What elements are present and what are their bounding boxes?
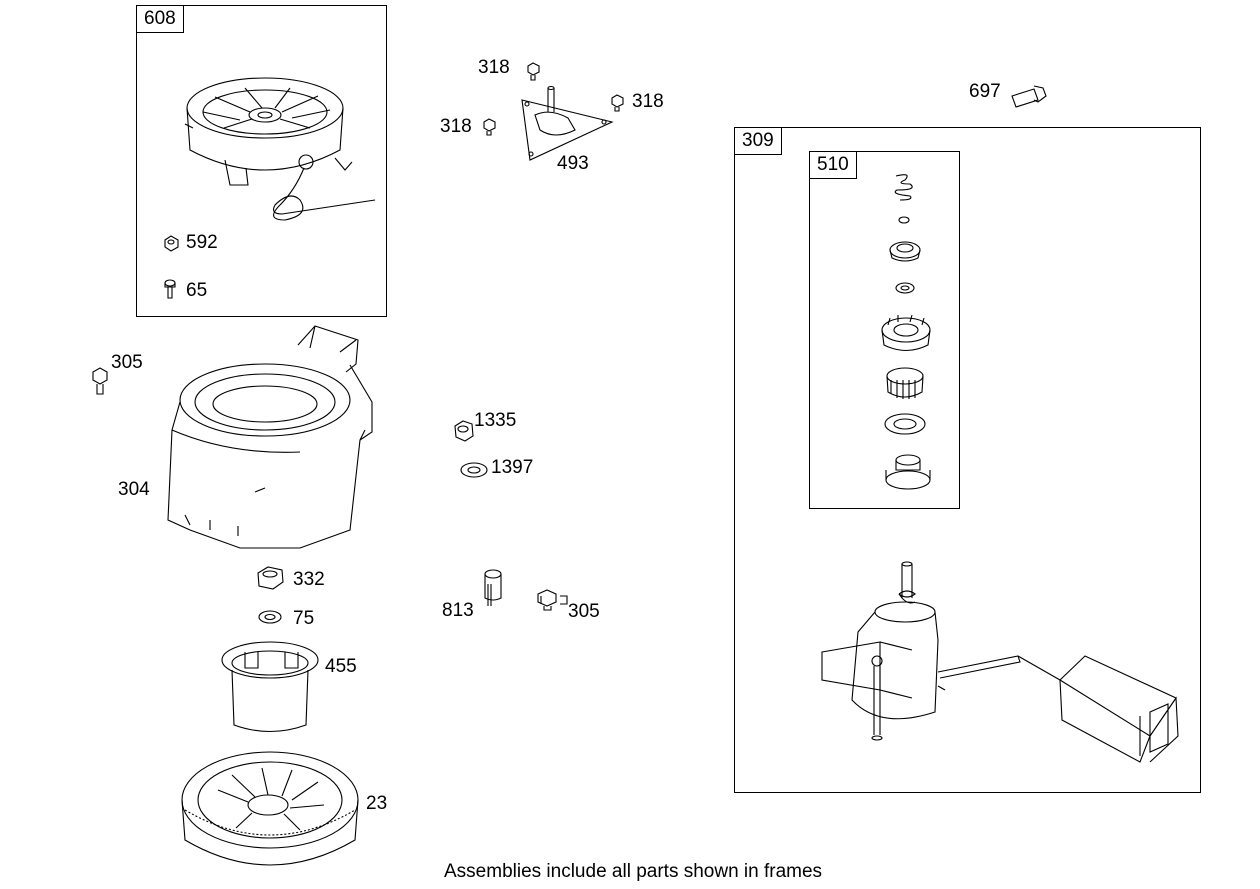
frame-608-tag: 608 (137, 6, 184, 33)
key-813-drawing (485, 570, 501, 606)
label-332: 332 (293, 569, 325, 590)
footer-note: Assemblies include all parts shown in fr… (444, 861, 823, 882)
bolt-697-drawing (1012, 86, 1046, 107)
label-318-right: 318 (632, 91, 664, 112)
cover-plate-drawing (522, 87, 612, 161)
frame-309: 309 (734, 127, 1201, 793)
seal-washer-1397-drawing (461, 463, 487, 477)
label-318-top: 318 (478, 57, 510, 78)
cowl-screw-305 (93, 368, 107, 394)
label-455: 455 (325, 656, 357, 677)
small-nut-592 (165, 236, 178, 251)
washer-drawing (259, 611, 281, 623)
label-23: 23 (366, 793, 388, 814)
label-813: 813 (442, 600, 474, 621)
screw-318-top-drawing (528, 63, 539, 80)
recoil-starter-drawing (185, 78, 375, 220)
flywheel-nut-drawing (258, 567, 283, 589)
label-304: 304 (118, 479, 150, 500)
label-305-cowl: 305 (111, 352, 143, 373)
drive-kit-drawing (882, 175, 930, 489)
nut-1335-drawing (455, 421, 473, 441)
label-493: 493 (557, 153, 589, 174)
label-75: 75 (293, 608, 315, 629)
flywheel-drawing (182, 752, 358, 865)
screw-318-left-drawing (484, 119, 495, 135)
frame-510-tag: 510 (810, 152, 857, 179)
blower-housing-drawing (168, 326, 372, 548)
frame-309-tag: 309 (735, 128, 782, 155)
label-697: 697 (969, 81, 1001, 102)
label-305-bolt: 305 (568, 601, 600, 622)
frame-608: 608 (136, 5, 387, 317)
fan-retainer-drawing (222, 642, 318, 732)
small-screw-65 (165, 280, 175, 298)
electric-starter-drawing (822, 562, 1178, 762)
frame-510: 510 (809, 151, 960, 509)
label-1397: 1397 (491, 457, 534, 478)
label-1335: 1335 (474, 410, 517, 431)
label-592: 592 (186, 232, 218, 253)
screw-318-right-drawing (612, 95, 623, 111)
bolt-305-drawing (538, 590, 567, 610)
label-318-left: 318 (440, 116, 472, 137)
label-65: 65 (186, 280, 208, 301)
